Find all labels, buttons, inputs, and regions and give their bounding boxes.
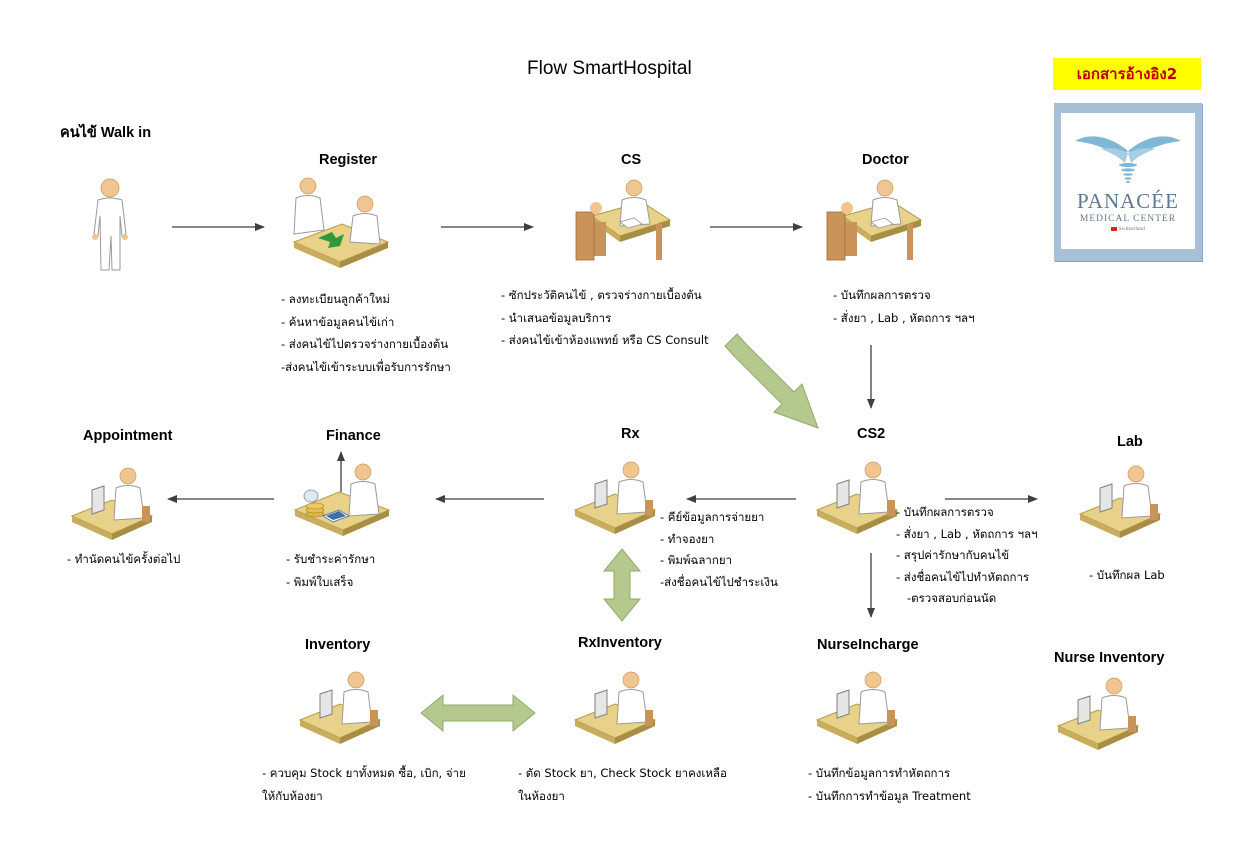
logo-brand: PANACÉE [1077, 189, 1179, 213]
logo-subtitle: MEDICAL CENTER [1079, 214, 1177, 224]
note-line: ในห้องยา [518, 788, 565, 803]
note-line: - สั่งยา , Lab , หัตถการ ฯลฯ [833, 310, 975, 325]
note-line: - ทำจองยา [660, 531, 715, 546]
cs-notes: - ซักประวัติคนไข้ , ตรวจร่างกายเบื้องต้น… [501, 284, 709, 352]
lab-notes: - บันทึกผล Lab [1089, 564, 1165, 587]
note-line: - บันทึกผลการตรวจ [896, 505, 994, 519]
note-line: - บันทึกข้อมูลการทำหัตถการ [808, 766, 951, 780]
note-line: - ลงทะเบียนลูกค้าใหม่ [281, 292, 390, 306]
cs2-notes: - บันทึกผลการตรวจ - สั่งยา , Lab , หัตถก… [896, 502, 1038, 610]
note-line: - นำเสนอข้อมูลบริการ [501, 310, 612, 325]
standing-person-icon [92, 178, 128, 271]
node-label-lab: Lab [1117, 434, 1143, 450]
node-label-appointment: Appointment [83, 428, 173, 444]
node-label-cs2: CS2 [857, 426, 886, 442]
appointment-notes: - ทำนัดคนไข้ครั้งต่อไป [67, 548, 180, 571]
node-label-finance: Finance [326, 428, 381, 444]
computer-desk-icon [815, 461, 899, 534]
note-line: - ตัด Stock ยา, Check Stock ยาคงเหลือ [518, 766, 727, 780]
note-line: - บันทึกผล Lab [1089, 568, 1165, 582]
computer-desk-icon [573, 671, 657, 744]
computer-desk-icon [298, 671, 382, 744]
note-line: -ส่งชื่อคนไข้ไปชำระเงิน [660, 574, 778, 589]
computer-desk-icon [70, 467, 154, 540]
cashier-desk-icon [293, 463, 391, 536]
note-line: - คีย์ข้อมูลการจ่ายยา [660, 510, 765, 524]
note-line: - ควบคุม Stock ยาทั้งหมด ซื้อ, เบิก, จ่า… [262, 766, 466, 780]
node-label-nurseincharge: NurseIncharge [817, 637, 919, 653]
note-line: - ส่งคนไข้เข้าห้องแพทย์ หรือ CS Consult [501, 333, 709, 347]
note-line: - สั่งยา , Lab , หัตถการ ฯลฯ [896, 526, 1038, 541]
computer-desk-icon [573, 461, 657, 534]
node-label-cs: CS [621, 152, 642, 168]
note-line: - ค้นหาข้อมูลคนไข้เก่า [281, 314, 395, 329]
finance-notes: - รับชำระค่ารักษา - พิมพ์ใบเสร็จ [286, 548, 375, 593]
page-title: Flow SmartHospital [527, 58, 692, 79]
consultation-desk-icon [826, 179, 923, 261]
note-line: - บันทึกผลการตรวจ [833, 288, 931, 302]
node-label-rx: Rx [621, 426, 640, 442]
node-label-doctor: Doctor [862, 152, 909, 168]
double-arrow-rx-rxinventory [602, 548, 642, 622]
note-line: - พิมพ์ฉลากยา [660, 553, 733, 567]
node-label-rxinventory: RxInventory [578, 635, 662, 651]
consultation-desk-icon [575, 179, 672, 261]
computer-desk-icon [1056, 677, 1140, 750]
rx-notes: - คีย์ข้อมูลการจ่ายยา - ทำจองยา - พิมพ์ฉ… [660, 507, 778, 593]
note-line: - บันทึกการทำข้อมูล Treatment [808, 788, 971, 803]
note-line: - รับชำระค่ารักษา [286, 552, 376, 566]
panacee-logo: PANACÉE MEDICAL CENTER Switzerland [1054, 103, 1202, 261]
note-line: -ตรวจสอบก่อนนัด [896, 591, 997, 605]
nurseincharge-notes: - บันทึกข้อมูลการทำหัตถการ - บันทึกการทำ… [808, 762, 971, 807]
node-label-register: Register [319, 152, 378, 168]
reference-badge: เอกสารอ้างอิง2 [1053, 58, 1201, 90]
note-line: - ซักประวัติคนไข้ , ตรวจร่างกายเบื้องต้น [501, 288, 702, 302]
block-arrow-cs-cs2 [724, 333, 819, 429]
computer-desk-icon [1078, 465, 1162, 538]
logo-country: Switzerland [1061, 226, 1195, 232]
node-label-walkin: คนไข้ Walk in [60, 125, 152, 141]
note-line: -ส่งคนไข้เข้าระบบเพื่อรับการรักษา [281, 359, 451, 374]
note-line: - ทำนัดคนไข้ครั้งต่อไป [67, 552, 181, 566]
caduceus-wings-icon [1075, 136, 1181, 183]
double-arrow-inventory-rxinventory [420, 693, 536, 733]
rxinventory-notes: - ตัด Stock ยา, Check Stock ยาคงเหลือ ใน… [518, 762, 727, 807]
note-line: - ส่งคนไข้ไปตรวจร่างกายเบื้องต้น [281, 337, 449, 351]
note-line: ให้กับห้องยา [262, 788, 323, 803]
note-line: - สรุปค่ารักษากับคนไข้ [896, 548, 1010, 562]
node-label-nurseinventory: Nurse Inventory [1054, 650, 1165, 666]
register-notes: - ลงทะเบียนลูกค้าใหม่ - ค้นหาข้อมูลคนไข้… [281, 288, 451, 378]
note-line: - พิมพ์ใบเสร็จ [286, 574, 354, 589]
reception-desk-icon [292, 177, 390, 268]
node-label-inventory: Inventory [305, 637, 371, 653]
computer-desk-icon [815, 671, 899, 744]
note-line: - ส่งชื่อคนไข้ไปทำหัตถการ [896, 569, 1030, 584]
inventory-notes: - ควบคุม Stock ยาทั้งหมด ซื้อ, เบิก, จ่า… [262, 762, 466, 807]
doctor-notes: - บันทึกผลการตรวจ - สั่งยา , Lab , หัตถก… [833, 284, 975, 329]
